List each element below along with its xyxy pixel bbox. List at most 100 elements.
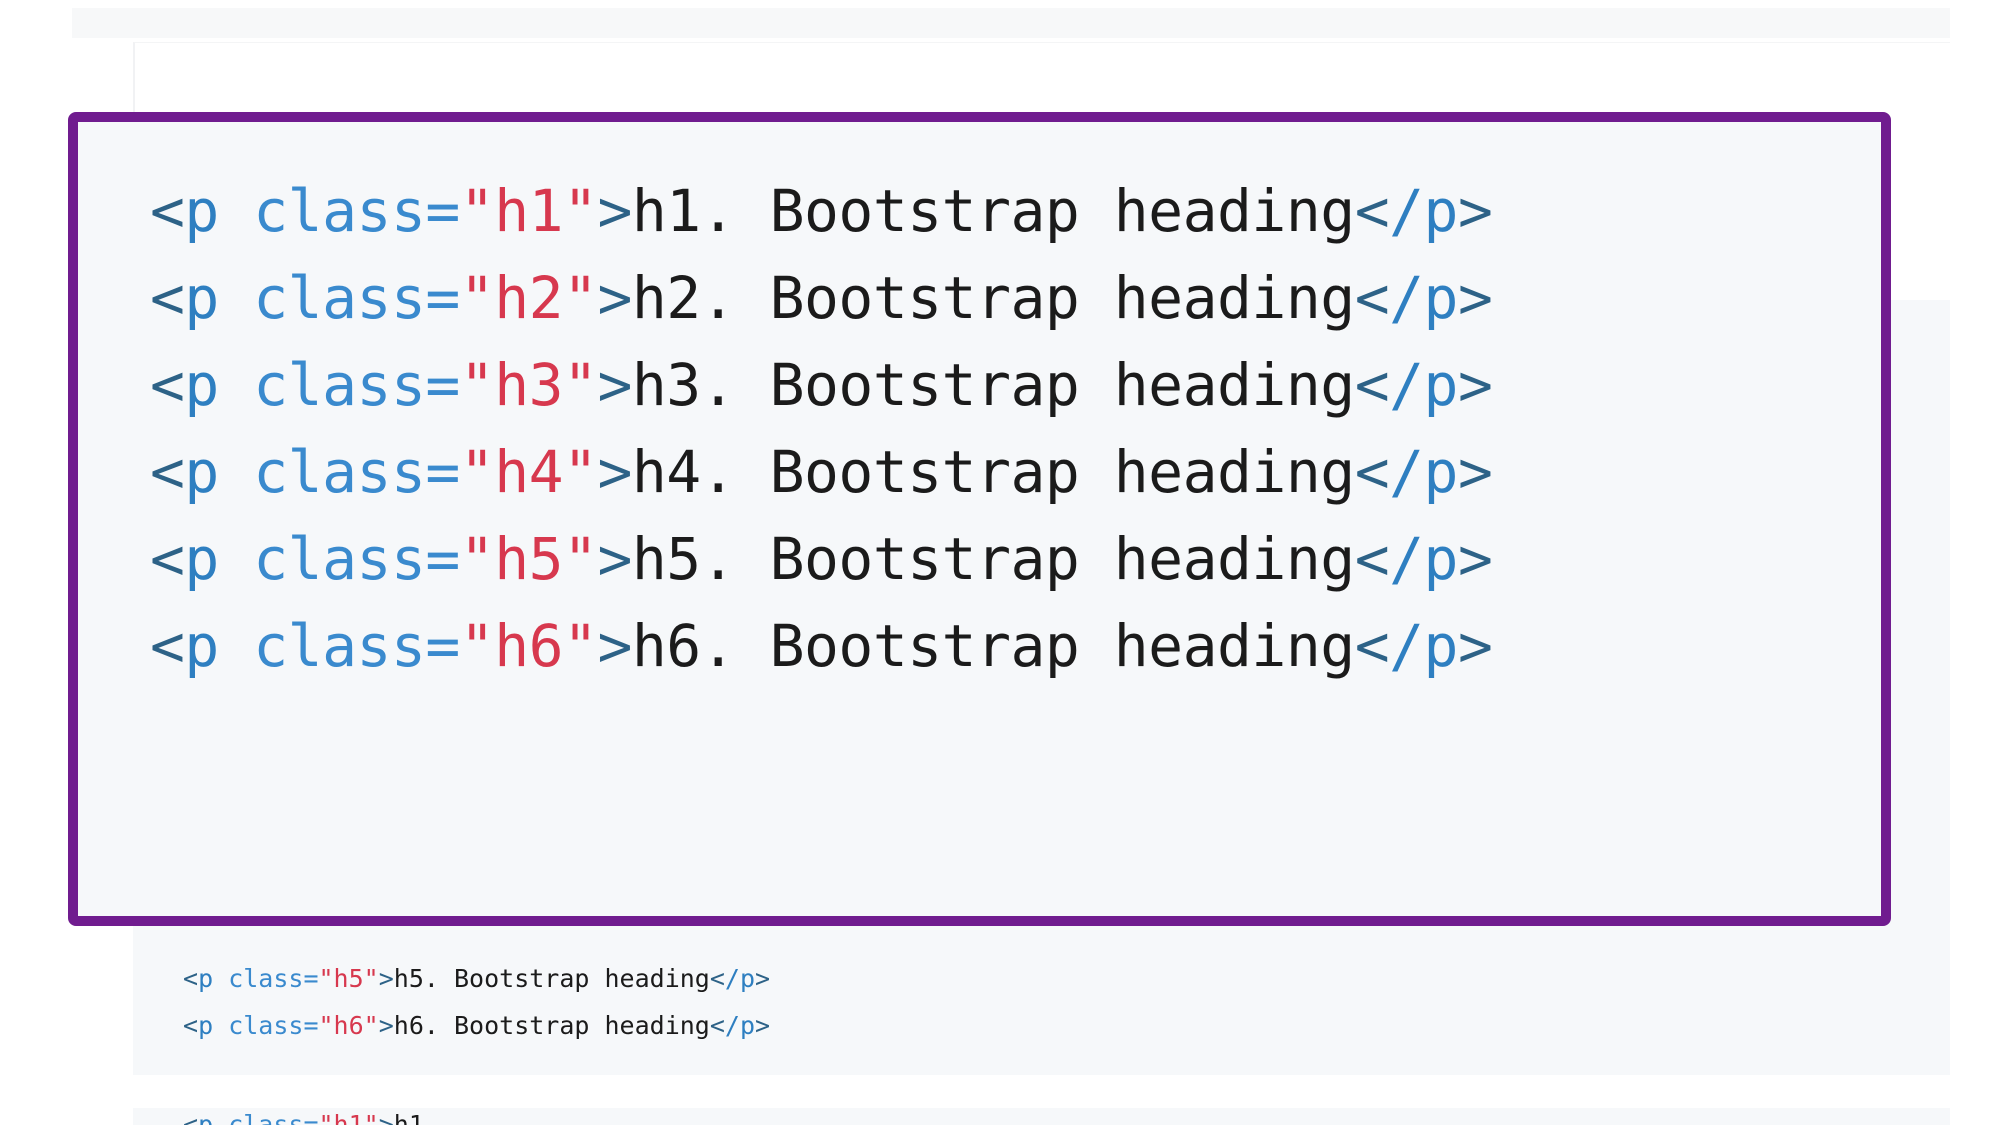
magnified-code-line: <p class="h4">h4. Bootstrap heading</p> <box>150 429 1493 516</box>
attribute-value: "h1" <box>459 177 598 245</box>
angle-bracket-open: < <box>150 612 185 680</box>
element-text: h6. Bootstrap heading <box>393 1011 710 1040</box>
code-line: <p class="h6">h6. Bootstrap heading</p> <box>183 1002 770 1049</box>
closing-tag-name: /p <box>1389 612 1458 680</box>
element-text: h5. Bootstrap heading <box>393 964 710 993</box>
bottom-code-lines: <p class="h1">h1. <box>183 1110 439 1125</box>
attribute-name: class= <box>253 264 460 332</box>
attribute-name: class= <box>253 351 460 419</box>
whitespace <box>213 1011 228 1040</box>
attribute-value: "h1" <box>318 1110 379 1125</box>
attribute-name: class= <box>253 177 460 245</box>
attribute-value: "h3" <box>459 351 598 419</box>
tag-name: p <box>184 612 219 680</box>
angle-bracket-close: > <box>378 964 394 993</box>
angle-bracket-open: < <box>150 438 185 506</box>
attribute-name: class= <box>253 612 460 680</box>
closing-tag-name: /p <box>724 1011 756 1040</box>
attribute-value: "h4" <box>459 438 598 506</box>
angle-bracket-open: < <box>183 964 199 993</box>
tag-name: p <box>184 351 219 419</box>
angle-bracket-close: > <box>597 612 632 680</box>
closing-angle-bracket-close: > <box>1457 264 1493 332</box>
magnified-code-line: <p class="h3">h3. Bootstrap heading</p> <box>150 342 1493 429</box>
angle-bracket-close: > <box>597 438 632 506</box>
tag-name: p <box>198 964 214 993</box>
whitespace <box>219 438 253 506</box>
tag-name: p <box>184 438 219 506</box>
closing-angle-bracket-close: > <box>1457 351 1493 419</box>
magnified-code-line: <p class="h2">h2. Bootstrap heading</p> <box>150 255 1493 342</box>
tag-name: p <box>198 1011 214 1040</box>
attribute-value: "h5" <box>318 964 379 993</box>
closing-angle-bracket-close: > <box>1457 525 1493 593</box>
tag-name: p <box>184 525 219 593</box>
closing-angle-bracket-open: < <box>1354 438 1390 506</box>
angle-bracket-open: < <box>183 1110 199 1125</box>
tag-name: p <box>198 1110 214 1125</box>
closing-tag-name: /p <box>1389 264 1458 332</box>
element-text: h5. Bootstrap heading <box>631 525 1355 593</box>
angle-bracket-open: < <box>150 177 185 245</box>
closing-tag-name: /p <box>1389 525 1458 593</box>
element-text: h1. <box>393 1110 439 1125</box>
whitespace <box>219 264 253 332</box>
magnified-code-line: <p class="h6">h6. Bootstrap heading</p> <box>150 603 1493 690</box>
closing-angle-bracket-close: > <box>1457 177 1493 245</box>
whitespace <box>213 1110 228 1125</box>
closing-angle-bracket-open: < <box>1354 351 1390 419</box>
attribute-name: class= <box>253 525 460 593</box>
closing-angle-bracket-close: > <box>755 964 771 993</box>
tag-name: p <box>184 177 219 245</box>
closing-tag-name: /p <box>1389 351 1458 419</box>
angle-bracket-close: > <box>597 264 632 332</box>
closing-angle-bracket-open: < <box>1354 177 1390 245</box>
closing-angle-bracket-close: > <box>755 1011 771 1040</box>
element-text: h1. Bootstrap heading <box>631 177 1355 245</box>
angle-bracket-close: > <box>597 177 632 245</box>
closing-angle-bracket-open: < <box>1354 525 1390 593</box>
bottom-code-line: <p class="h1">h1. <box>183 1110 439 1125</box>
angle-bracket-close: > <box>378 1110 394 1125</box>
angle-bracket-close: > <box>597 525 632 593</box>
attribute-value: "h5" <box>459 525 598 593</box>
closing-angle-bracket-close: > <box>1457 612 1493 680</box>
tag-name: p <box>184 264 219 332</box>
closing-tag-name: /p <box>724 964 756 993</box>
attribute-name: class= <box>228 1110 319 1125</box>
angle-bracket-close: > <box>597 351 632 419</box>
code-line: <p class="h5">h5. Bootstrap heading</p> <box>183 955 770 1002</box>
closing-angle-bracket-open: < <box>1354 612 1390 680</box>
angle-bracket-open: < <box>150 525 185 593</box>
angle-bracket-open: < <box>150 264 185 332</box>
element-text: h2. Bootstrap heading <box>631 264 1355 332</box>
element-text: h6. Bootstrap heading <box>631 612 1355 680</box>
attribute-value: "h6" <box>318 1011 379 1040</box>
element-text: h3. Bootstrap heading <box>631 351 1355 419</box>
angle-bracket-open: < <box>150 351 185 419</box>
angle-bracket-open: < <box>183 1011 199 1040</box>
whitespace <box>219 525 253 593</box>
preceding-block-strip <box>72 8 1950 38</box>
angle-bracket-close: > <box>378 1011 394 1040</box>
magnified-code-line: <p class="h1">h1. Bootstrap heading</p> <box>150 168 1493 255</box>
closing-angle-bracket-open: < <box>1354 264 1390 332</box>
bottom-code-block: <p class="h1">h1. <box>133 1108 1950 1125</box>
whitespace <box>219 351 253 419</box>
closing-tag-name: /p <box>1389 177 1458 245</box>
magnified-code-lines: <p class="h1">h1. Bootstrap heading</p><… <box>150 168 1493 690</box>
attribute-name: class= <box>228 964 319 993</box>
closing-angle-bracket-close: > <box>1457 438 1493 506</box>
closing-angle-bracket-open: < <box>709 1011 725 1040</box>
whitespace <box>219 177 253 245</box>
attribute-value: "h6" <box>459 612 598 680</box>
code-block-lines: <p class="h5">h5. Bootstrap heading</p><… <box>183 955 770 1049</box>
attribute-value: "h2" <box>459 264 598 332</box>
whitespace <box>219 612 253 680</box>
attribute-name: class= <box>228 1011 319 1040</box>
magnified-code-overlay[interactable]: <p class="h1">h1. Bootstrap heading</p><… <box>68 112 1891 926</box>
element-text: h4. Bootstrap heading <box>631 438 1355 506</box>
closing-tag-name: /p <box>1389 438 1458 506</box>
whitespace <box>213 964 228 993</box>
